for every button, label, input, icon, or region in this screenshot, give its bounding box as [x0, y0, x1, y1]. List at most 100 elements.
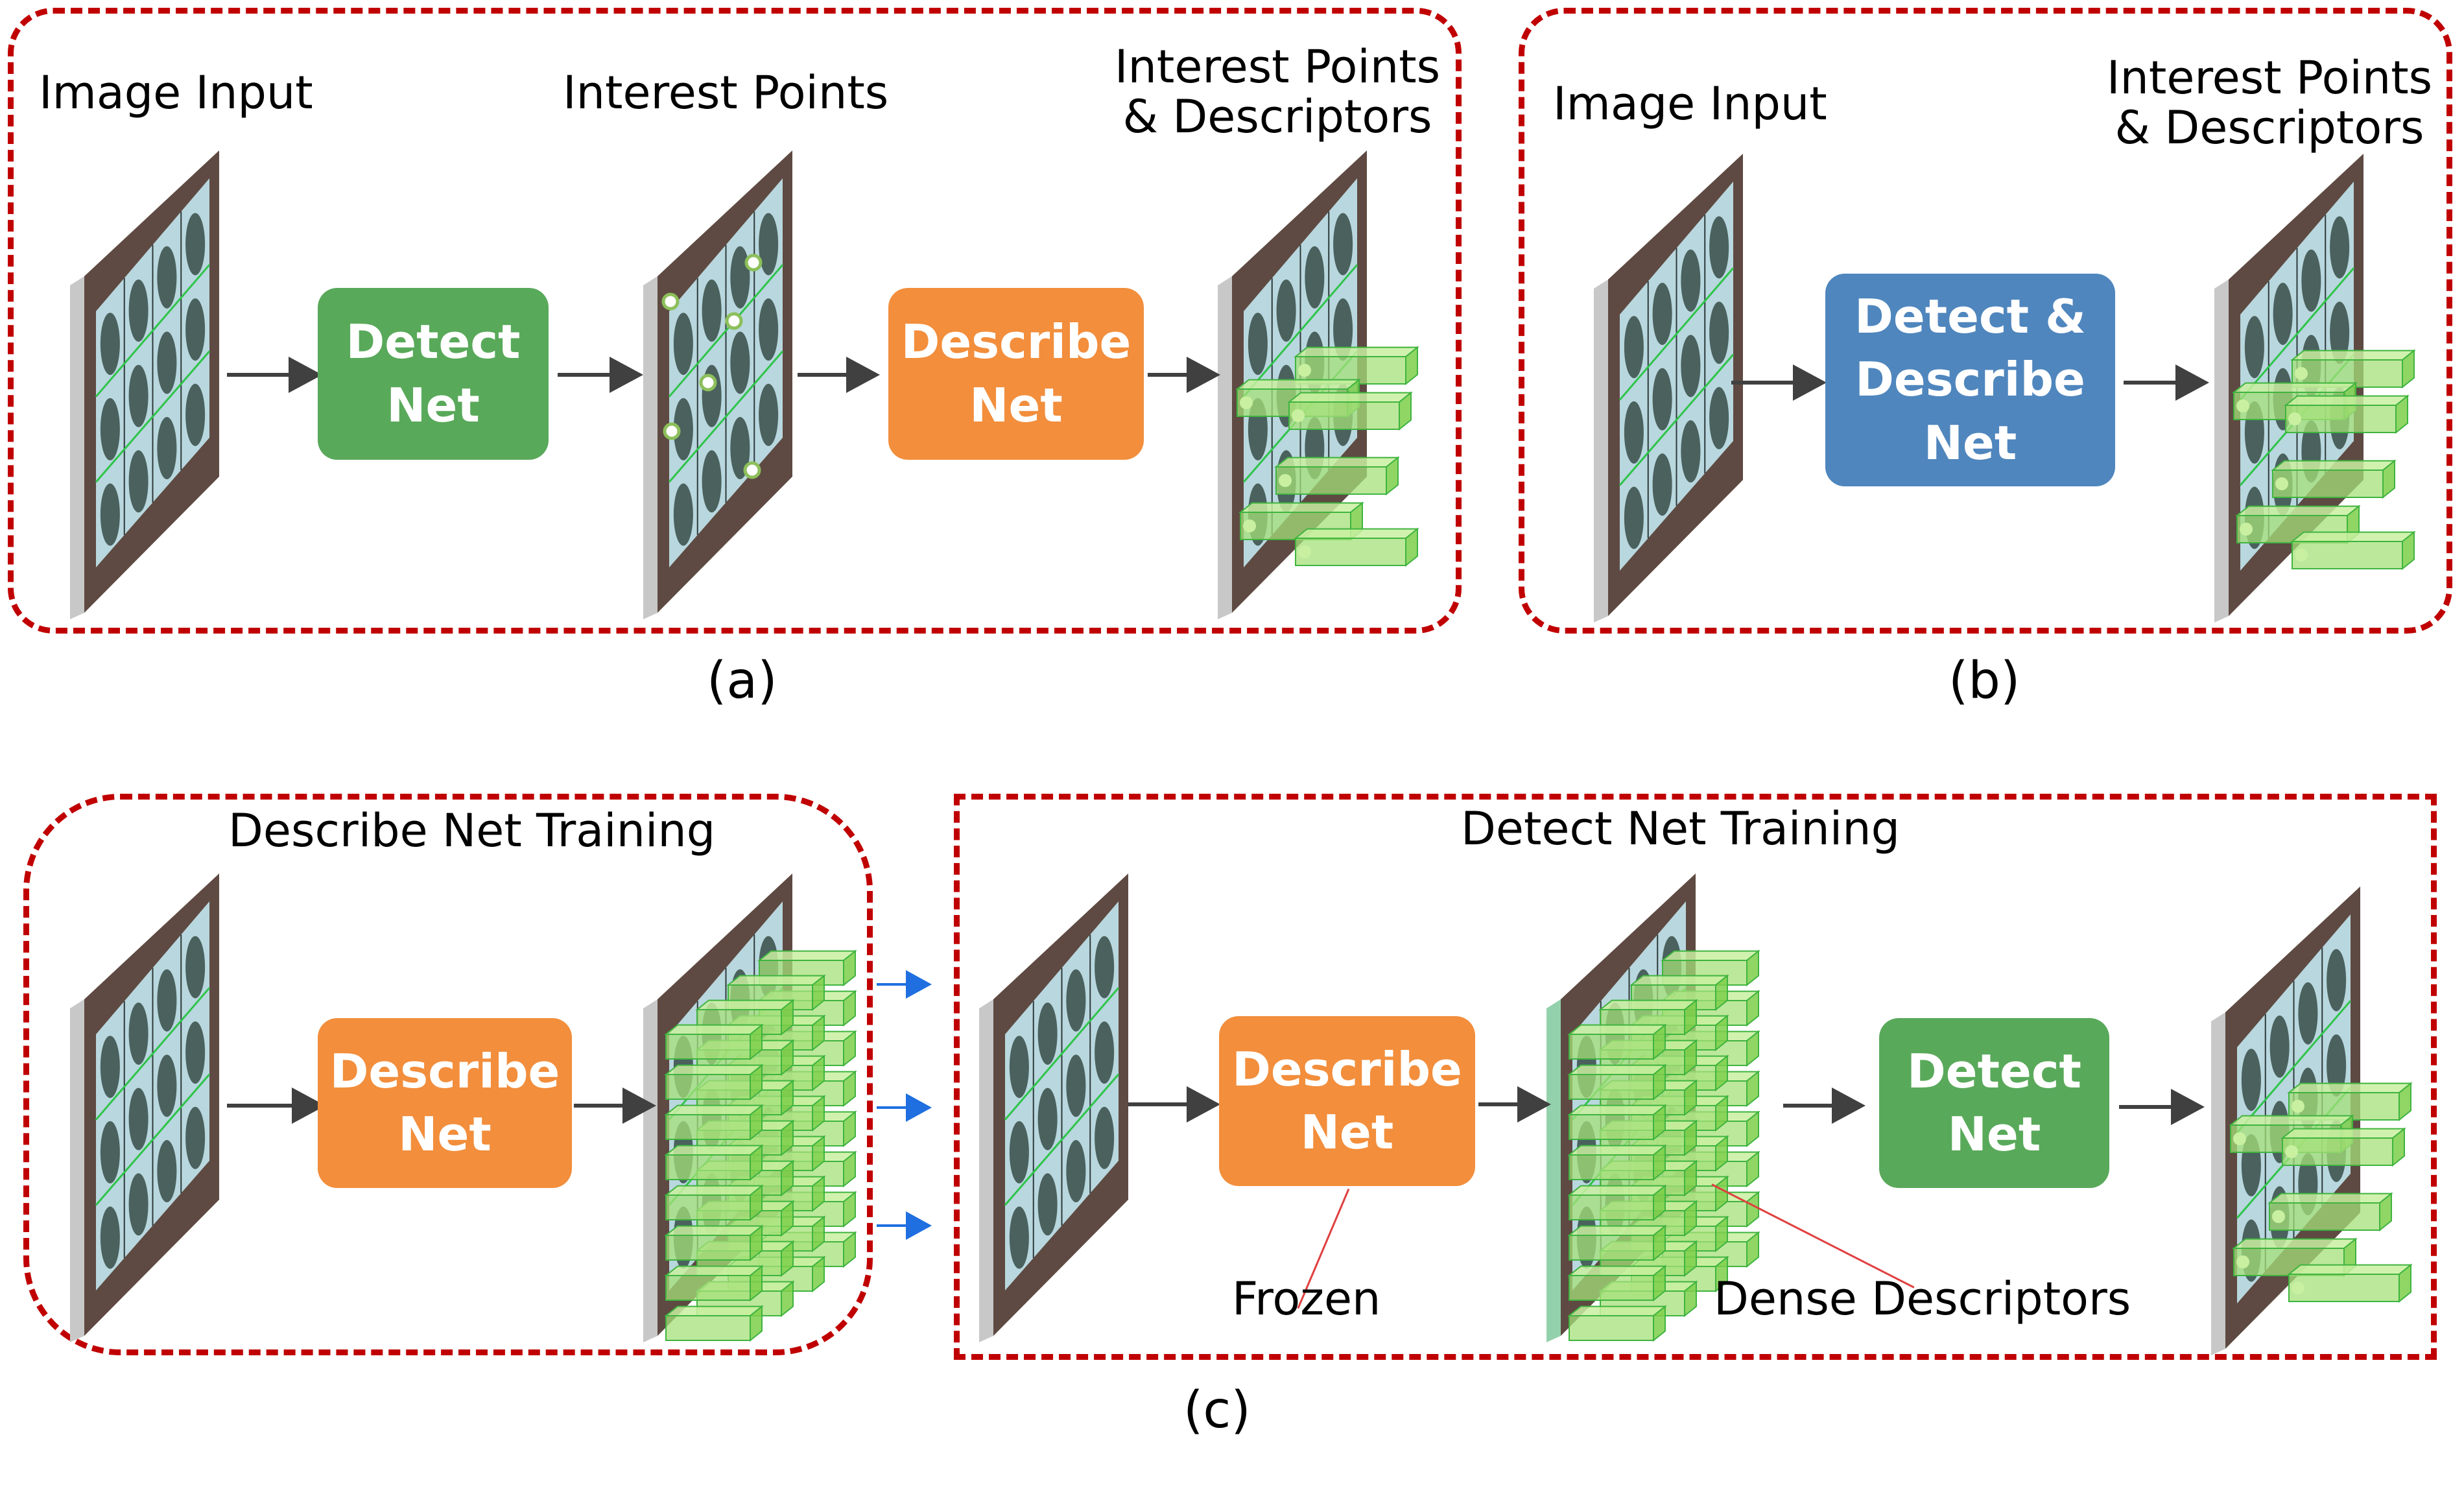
interest-point-icon: [2233, 1132, 2246, 1145]
interest-point-icon: [2272, 1210, 2285, 1223]
panel-figure: [185, 1106, 206, 1169]
descriptor-bar: [2290, 530, 2416, 571]
panel-grid-line: [668, 350, 784, 483]
dense-descriptor-bar: [664, 1265, 764, 1302]
panel-figure: [1709, 216, 1729, 279]
dense-descriptor-bar: [664, 1184, 764, 1222]
panel-figure: [1652, 453, 1672, 516]
interest-point-icon: [661, 292, 680, 311]
dense-descriptor-bar: [664, 1224, 764, 1262]
panel-edge: [643, 999, 657, 1342]
interest-point-icon: [1292, 409, 1305, 422]
interest-point-icon: [743, 461, 761, 479]
dense-descriptor-bar: [1567, 1104, 1667, 1141]
panel-edge: [1218, 276, 1232, 619]
label-output-b-line1: Interest Points: [2106, 51, 2433, 104]
panel-figure: [100, 313, 120, 375]
panel-edge: [2214, 279, 2229, 623]
panel-figure: [100, 398, 120, 460]
panel-figure: [2273, 282, 2293, 345]
label-output-a-line2: & Descriptors: [1122, 90, 1432, 143]
panel-figure: [1037, 1173, 1058, 1236]
panel-figure: [2327, 949, 2347, 1012]
title-describe-net-training: Describe Net Training: [228, 804, 716, 857]
descriptor-bar: [2287, 1082, 2413, 1122]
label-output-a-line1: Interest Points: [1114, 40, 1441, 93]
panel-figure: [128, 364, 148, 427]
panel-figure: [157, 331, 177, 394]
panel-c-describe-training-border: [23, 794, 873, 1355]
panel-figure: [673, 398, 693, 460]
interest-point-icon: [699, 374, 717, 392]
label-output-b-line2: & Descriptors: [2115, 101, 2424, 154]
panel-figure: [730, 331, 750, 394]
panel-figure: [673, 313, 693, 375]
interest-point-icon: [2288, 412, 2301, 425]
panel-figure: [1681, 249, 1701, 312]
panel-figure: [157, 417, 177, 480]
panel-figure: [1652, 282, 1672, 345]
dense-descriptor-bar: [1567, 1265, 1667, 1302]
panel-figure: [100, 1121, 120, 1183]
panel-figure: [157, 1054, 177, 1117]
panel-figure: [1276, 279, 1296, 342]
panel-grid-line: [95, 350, 211, 483]
panel-figure: [185, 298, 206, 361]
panel-b-border: [1519, 8, 2452, 634]
descriptor-bar: [1294, 346, 1419, 386]
label-image-input-a: Image Input: [39, 66, 313, 119]
panel-figure: [759, 298, 779, 361]
panel-figure: [1709, 386, 1729, 449]
panel-figure: [1095, 1021, 1115, 1084]
interest-point-icon: [2240, 523, 2253, 536]
dense-descriptor-bar: [1629, 974, 1729, 1012]
interest-point-icon: [2236, 399, 2249, 412]
panel-grid-line: [668, 264, 784, 398]
dense-descriptor-bar: [1567, 1224, 1667, 1262]
panel-figure: [157, 246, 177, 309]
descriptor-bar: [1287, 391, 1413, 431]
detect-net-c2-line1: Detect: [1907, 1043, 2081, 1099]
label-image-input-b: Image Input: [1553, 77, 1827, 130]
title-detect-net-training: Detect Net Training: [1461, 802, 1900, 855]
interest-point-icon: [2295, 367, 2308, 380]
dense-descriptor-bar: [664, 1144, 764, 1182]
dense-descriptor-bar: [1567, 1144, 1667, 1182]
dense-descriptor-bar: [1567, 1184, 1667, 1222]
figure-label-b: (b): [1949, 652, 2020, 710]
descriptor-bar: [1294, 527, 1419, 567]
interest-point-icon: [1243, 519, 1256, 532]
detect-net-c2-line2: Net: [1947, 1107, 2041, 1161]
label-output-b: Interest Points & Descriptors: [2094, 53, 2445, 153]
panel-figure: [702, 279, 722, 342]
panel-grid-line: [1004, 1073, 1120, 1206]
panel-figure: [185, 936, 206, 999]
descriptor-bar: [2287, 1263, 2413, 1303]
panel-figure: [1681, 420, 1701, 483]
interest-point-icon: [725, 312, 743, 330]
panel-figure: [1066, 1054, 1086, 1117]
panel-grid-line: [1618, 267, 1735, 401]
panel-figure: [2269, 1015, 2290, 1078]
describe-net-a-line2: Net: [969, 377, 1063, 433]
detect-net-a-line2: Net: [386, 377, 480, 433]
descriptor-bar: [2290, 349, 2416, 389]
interest-point-icon: [1298, 364, 1311, 377]
interest-point-icon: [2236, 1255, 2249, 1268]
detect-net-a-line1: Detect: [346, 315, 521, 370]
panel-figure: [1066, 969, 1086, 1032]
panel-edge: [1546, 999, 1561, 1342]
describe-net-c2-line2: Net: [1300, 1105, 1394, 1159]
interest-point-icon: [1240, 396, 1253, 409]
note-dense-descriptors: Dense Descriptors: [1714, 1272, 2131, 1325]
panel-figure: [185, 383, 206, 446]
descriptor-bar: [1274, 456, 1400, 496]
panel-edge: [979, 999, 993, 1342]
panel-edge: [1594, 279, 1608, 623]
panel-a-border: [8, 8, 1462, 634]
panel-figure: [1037, 1087, 1058, 1150]
dense-descriptor-bar: [1567, 1063, 1667, 1101]
